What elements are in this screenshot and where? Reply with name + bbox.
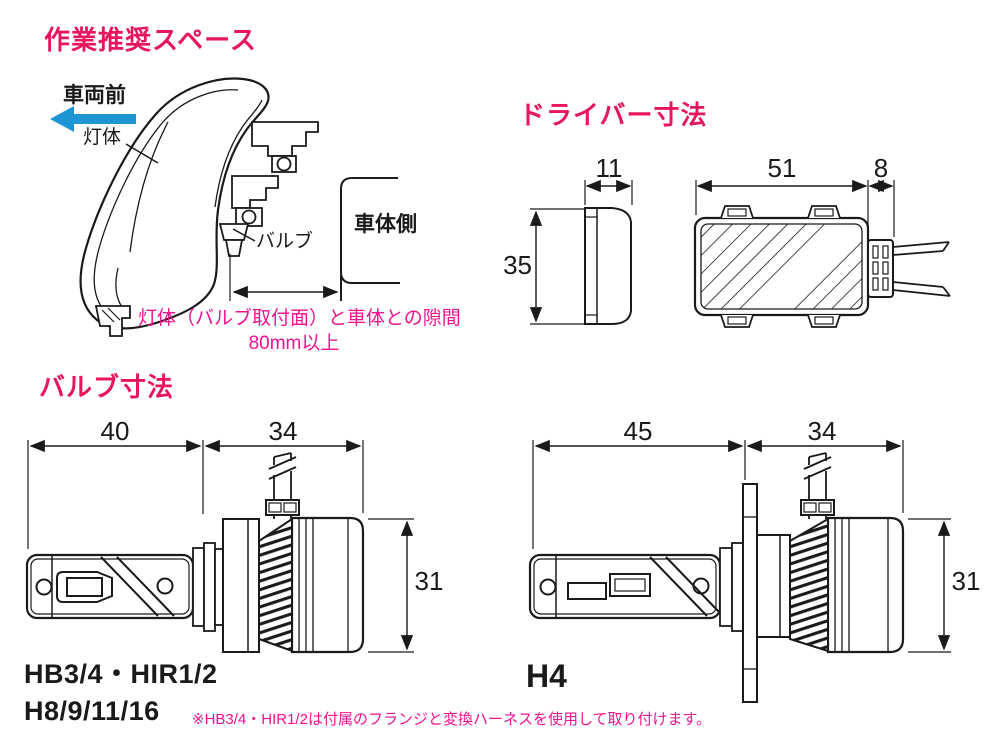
front-direction-arrow-icon <box>50 106 136 132</box>
bulb-left-dim-head: 34 <box>268 416 298 446</box>
bulb-left-dim-body: 40 <box>100 416 130 446</box>
bulb-right-type-label: H4 <box>526 658 567 694</box>
driver-section-heading: ドライバー寸法 <box>519 100 708 130</box>
body-side-bracket <box>340 177 400 301</box>
bulb-left-type-line2: H8/9/11/16 <box>24 696 160 726</box>
gap-note-line1: 灯体（バルブ取付面）と車体との隙間 <box>138 308 461 329</box>
gap-note: 灯体（バルブ取付面）と車体との隙間 80mm以上 <box>138 306 461 356</box>
bulb-left-illustration <box>25 452 365 654</box>
workspace-section-heading: 作業推奨スペース <box>44 25 257 55</box>
bulb-right-dim-body: 45 <box>623 416 653 446</box>
driver-dim-height: 35 <box>503 250 532 280</box>
install-footnote: ※HB3/4・HIR1/2は付属のフランジと変換ハーネスを使用して取り付けます。 <box>192 711 711 728</box>
headlamp-illustration <box>79 77 319 337</box>
bulb-right-dim-head: 34 <box>807 416 837 446</box>
bulb-right-illustration <box>528 452 905 703</box>
driver-dim-width: 11 <box>595 153 623 183</box>
bulb-section-heading: バルブ寸法 <box>39 372 175 402</box>
vehicle-front-label: 車両前 <box>63 84 126 107</box>
lamp-body-label: 灯体 <box>83 127 122 148</box>
driver-dim-connector: 8 <box>873 153 889 183</box>
bulb-right-dimension-lines <box>532 439 951 653</box>
driver-side-view <box>584 207 632 325</box>
gap-dimension-arrow <box>229 254 339 301</box>
driver-top-view <box>693 205 951 328</box>
bulb-left-type-line1: HB3/4・HIR1/2 <box>24 659 218 689</box>
bulb-left-dimension-lines <box>27 439 414 653</box>
driver-dimension-lines <box>529 179 895 325</box>
bulb-callout-label: バルブ <box>256 231 314 252</box>
gap-note-line2: 80mm以上 <box>248 333 340 354</box>
body-side-label: 車体側 <box>354 213 417 236</box>
driver-dim-length: 51 <box>767 153 797 183</box>
bulb-right-dim-diameter: 31 <box>951 566 981 596</box>
bulb-left-dim-diameter: 31 <box>414 566 444 596</box>
